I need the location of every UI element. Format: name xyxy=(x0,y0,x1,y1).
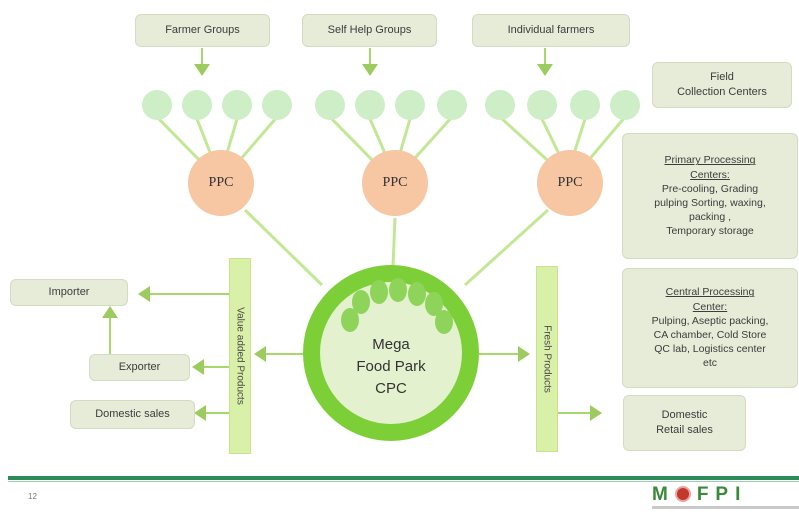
field-collection-circle xyxy=(182,90,212,120)
emblem-icon xyxy=(674,486,691,502)
central-processing-box: Central Processing Center: Pulping, Asep… xyxy=(622,268,798,388)
primary-processing-title2: Centers: xyxy=(690,168,730,181)
farmer-groups-box: Farmer Groups xyxy=(135,14,270,47)
value-added-products-label: Value added Products xyxy=(234,307,246,405)
domestic-sales-label: Domestic sales xyxy=(95,408,170,421)
mega-dot xyxy=(408,282,426,306)
connector xyxy=(243,208,324,287)
mega-line2: Food Park xyxy=(356,357,426,375)
ppc-label: PPC xyxy=(382,175,408,190)
primary-processing-line1: Pre-cooling, Grading xyxy=(661,182,759,195)
exporter-box: Exporter xyxy=(89,354,190,381)
domestic-retail-box: Domestic Retail sales xyxy=(623,395,746,451)
field-collection-box: Field Collection Centers xyxy=(652,62,792,108)
primary-processing-box: Primary Processing Centers: Pre-cooling,… xyxy=(622,133,798,259)
fresh-products-bar: Fresh Products xyxy=(536,266,558,452)
ppc-label: PPC xyxy=(208,175,234,190)
field-collection-circle xyxy=(222,90,252,120)
mega-dot xyxy=(425,292,443,316)
mega-food-park-label: Mega Food Park CPC xyxy=(333,334,449,399)
mega-dot xyxy=(370,280,388,304)
primary-processing-line3: packing , xyxy=(688,211,732,224)
central-processing-line3: QC lab, Logistics center xyxy=(654,343,766,356)
central-processing-line2: CA chamber, Cold Store xyxy=(653,329,767,341)
field-collection-circle xyxy=(395,90,425,120)
individual-farmers-label: Individual farmers xyxy=(507,24,595,37)
value-added-products-bar: Value added Products xyxy=(229,258,251,454)
page-number: 12 xyxy=(28,492,37,501)
central-processing-line4: etc xyxy=(702,357,717,370)
ppc-circle-3: PPC xyxy=(537,150,603,216)
ppc-circle-2: PPC xyxy=(362,150,428,216)
field-collection-circle xyxy=(610,90,640,120)
farmer-groups-label: Farmer Groups xyxy=(165,24,240,37)
importer-label: Importer xyxy=(48,286,90,299)
field-collection-line2: Collection Centers xyxy=(677,86,767,98)
logo-text-left: M xyxy=(652,484,675,505)
field-collection-circle xyxy=(142,90,172,120)
logo-text-right: FPI xyxy=(696,484,748,505)
domestic-retail-line1: Domestic xyxy=(661,409,708,422)
field-collection-circle xyxy=(570,90,600,120)
central-processing-title2: Center: xyxy=(692,300,728,313)
field-collection-circle xyxy=(485,90,515,120)
fresh-products-label: Fresh Products xyxy=(541,325,553,393)
footer-rule-thin xyxy=(8,481,799,482)
field-collection-line1: Field xyxy=(710,71,734,84)
field-collection-circle xyxy=(262,90,292,120)
primary-processing-title1: Primary Processing xyxy=(664,154,756,167)
footer-rule xyxy=(8,476,799,480)
individual-farmers-box: Individual farmers xyxy=(472,14,630,47)
mega-dot xyxy=(389,278,407,302)
central-processing-title1: Central Processing xyxy=(665,286,755,299)
mega-dot xyxy=(352,290,370,314)
importer-box: Importer xyxy=(10,279,128,306)
connector xyxy=(463,208,550,287)
domestic-retail-line2: Retail sales xyxy=(656,424,713,436)
mega-line1: Mega xyxy=(372,336,410,353)
primary-processing-line4: Temporary storage xyxy=(666,225,754,238)
field-collection-circle xyxy=(315,90,345,120)
domestic-sales-box: Domestic sales xyxy=(70,400,195,429)
mega-line3: CPC xyxy=(375,379,407,397)
self-help-groups-label: Self Help Groups xyxy=(327,24,412,37)
field-collection-circle xyxy=(355,90,385,120)
mega-dot xyxy=(341,308,359,332)
ppc-circle-1: PPC xyxy=(188,150,254,216)
logo-tagline-bar xyxy=(652,506,799,509)
exporter-label: Exporter xyxy=(118,361,161,374)
connector xyxy=(391,217,397,267)
field-collection-circle xyxy=(527,90,557,120)
ppc-label: PPC xyxy=(557,175,583,190)
mega-dot xyxy=(435,310,453,334)
primary-processing-line2: pulping Sorting, waxing, xyxy=(654,197,766,209)
mofpi-logo: M FPI xyxy=(652,484,799,512)
field-collection-circle xyxy=(437,90,467,120)
central-processing-line1: Pulping, Aseptic packing, xyxy=(651,314,769,327)
self-help-groups-box: Self Help Groups xyxy=(302,14,437,47)
